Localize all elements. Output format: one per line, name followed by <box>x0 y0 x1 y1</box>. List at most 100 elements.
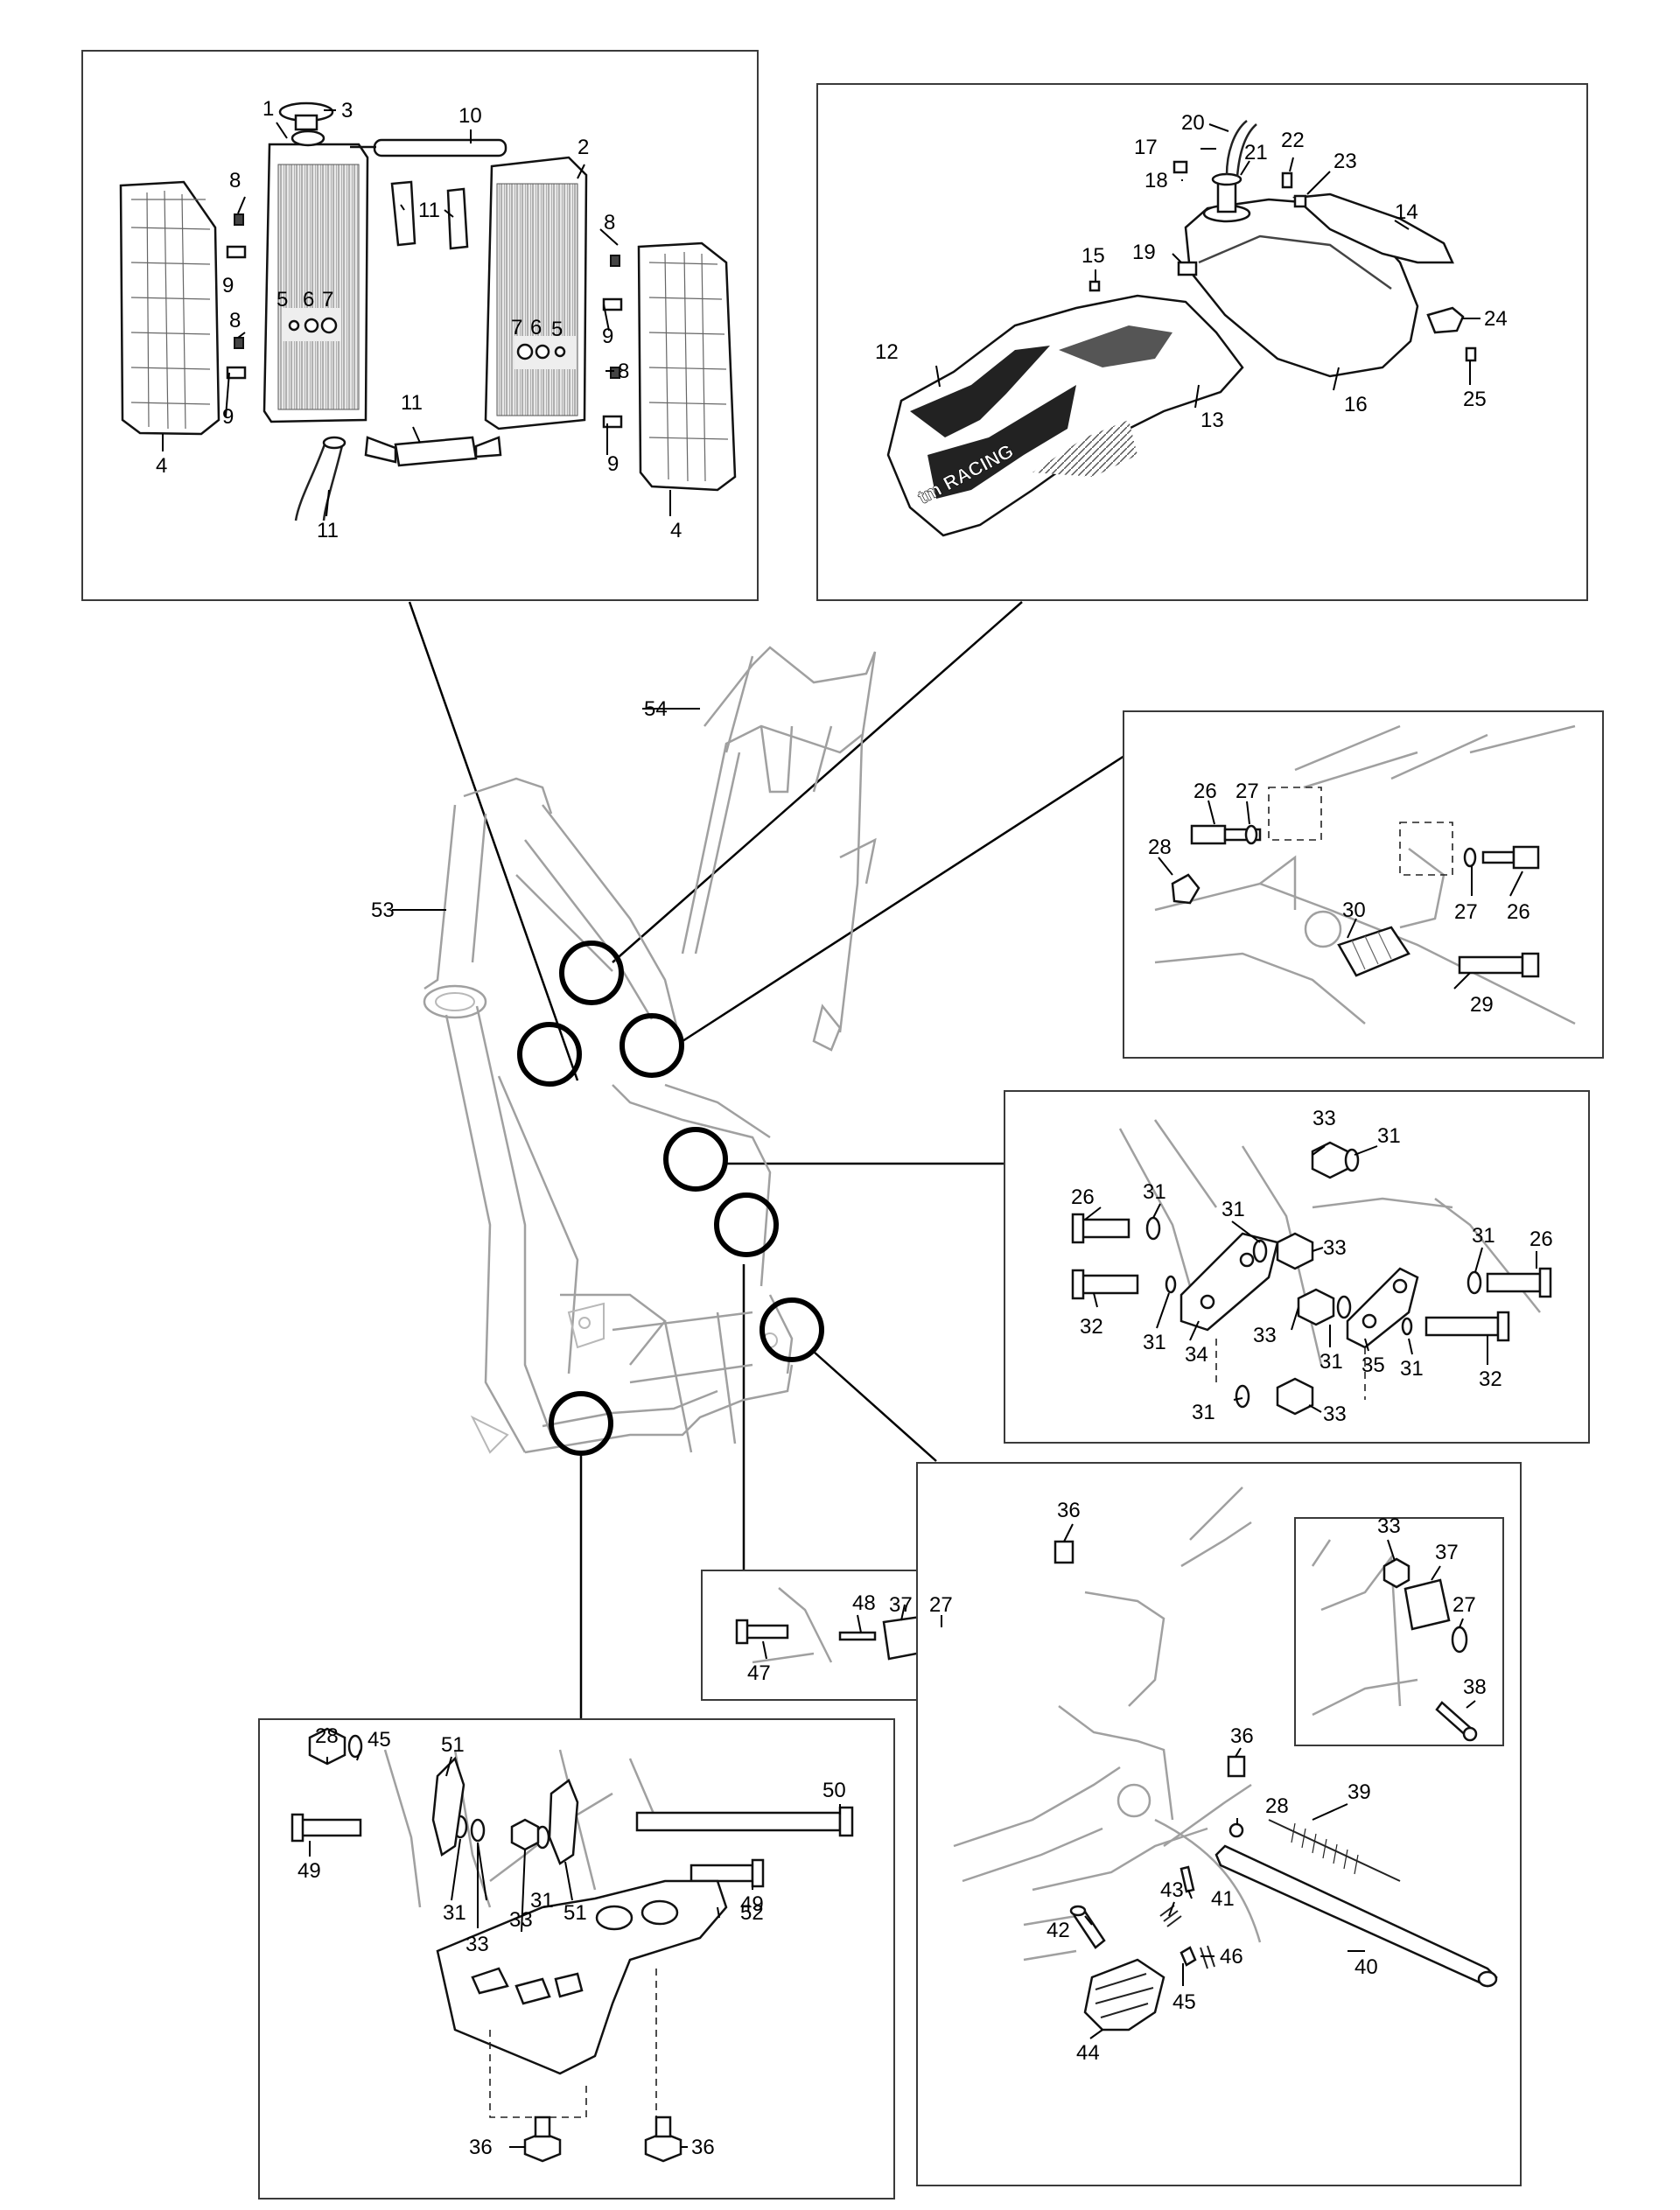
callout-32: 32 <box>1479 1367 1502 1391</box>
callout-3: 3 <box>341 99 353 122</box>
callout-31: 31 <box>1377 1124 1401 1148</box>
callout-28: 28 <box>1148 836 1172 859</box>
callout-49: 49 <box>298 1859 321 1883</box>
callout-22: 22 <box>1281 129 1305 152</box>
callout-31: 31 <box>1400 1357 1424 1381</box>
callout-44: 44 <box>1076 2041 1100 2065</box>
callout-15: 15 <box>1082 244 1105 268</box>
callouts-frame: 54 53 <box>371 697 668 922</box>
callout-41: 41 <box>1211 1887 1235 1911</box>
callout-8: 8 <box>618 360 629 383</box>
ring-sidestand-mount <box>760 1297 824 1362</box>
callout-31: 31 <box>530 1889 554 1913</box>
callout-29: 29 <box>1470 993 1494 1017</box>
callout-36: 36 <box>469 2136 493 2159</box>
callout-34: 34 <box>1185 1343 1208 1367</box>
callouts-tank: 20 17 21 22 23 18 14 15 19 24 12 13 16 2… <box>875 111 1508 432</box>
callout-6: 6 <box>530 316 542 339</box>
ring-engine-mount <box>663 1127 728 1192</box>
connector-lines <box>408 601 1128 1719</box>
callout-54: 54 <box>644 697 668 721</box>
callout-9: 9 <box>607 452 619 476</box>
callout-4: 4 <box>670 519 682 542</box>
callout-18: 18 <box>1144 169 1168 192</box>
callout-31: 31 <box>1320 1350 1343 1374</box>
callout-25: 25 <box>1463 388 1487 411</box>
main-frame <box>423 646 877 1454</box>
callout-53: 53 <box>371 899 395 922</box>
callout-20: 20 <box>1181 111 1205 135</box>
callouts-bushing: 48 37 27 47 <box>747 1591 953 1685</box>
callout-31: 31 <box>443 1901 466 1925</box>
callout-38: 38 <box>1463 1675 1487 1699</box>
callout-36: 36 <box>1230 1724 1254 1748</box>
callout-33: 33 <box>509 1908 533 1932</box>
callout-28: 28 <box>1265 1794 1289 1818</box>
detail-location-rings <box>517 941 824 1456</box>
callout-31: 31 <box>1222 1198 1245 1221</box>
callout-8: 8 <box>604 211 615 234</box>
callout-27: 27 <box>1236 780 1259 803</box>
callout-39: 39 <box>1348 1780 1371 1804</box>
callout-42: 42 <box>1046 1919 1070 1942</box>
callout-27: 27 <box>929 1593 953 1617</box>
callout-31: 31 <box>1143 1180 1166 1204</box>
callouts-engine-mounts: 33 31 26 31 31 33 31 26 32 31 34 33 31 3… <box>1071 1107 1553 1426</box>
callout-8: 8 <box>229 169 241 192</box>
callout-1: 1 <box>262 97 274 121</box>
leader-lines <box>162 109 1537 2148</box>
callout-12: 12 <box>875 340 899 364</box>
callout-24: 24 <box>1484 307 1508 331</box>
ring-skidplate-mount <box>549 1391 613 1456</box>
callouts-skid-plate: 28 45 51 50 49 31 31 51 49 33 33 52 36 3… <box>298 1724 846 2159</box>
callout-33: 33 <box>1253 1324 1277 1347</box>
callout-51: 51 <box>441 1733 465 1757</box>
callout-33: 33 <box>1377 1514 1401 1538</box>
callout-11: 11 <box>401 391 423 415</box>
callout-11: 11 <box>317 519 339 542</box>
engine-mount-panel <box>1004 1090 1590 1444</box>
callout-49: 49 <box>740 1892 764 1916</box>
callout-33: 33 <box>466 1933 489 1956</box>
callout-9: 9 <box>222 274 234 297</box>
fuel-tank-panel: tm RACING <box>816 83 1588 601</box>
callout-40: 40 <box>1354 1955 1378 1979</box>
callout-27: 27 <box>1454 900 1478 924</box>
ring-subframe-mount <box>620 1013 684 1078</box>
callout-30: 30 <box>1342 899 1366 922</box>
callout-26: 26 <box>1507 900 1530 924</box>
callout-31: 31 <box>1472 1224 1495 1248</box>
callout-37: 37 <box>1435 1541 1459 1564</box>
callout-45: 45 <box>1172 1990 1196 2014</box>
callout-26: 26 <box>1071 1185 1095 1209</box>
callout-36: 36 <box>1057 1499 1081 1522</box>
callout-7: 7 <box>322 288 333 311</box>
callout-27: 27 <box>1452 1593 1476 1617</box>
swingarm-pivot-panel <box>1123 710 1604 1059</box>
callouts-radiator: 1 3 10 2 8 11 11 8 9 5 6 7 7 6 5 8 9 8 9… <box>156 97 682 542</box>
callouts-swingarm-pivot: 26 27 28 27 26 30 29 <box>1148 780 1530 1017</box>
callout-7: 7 <box>511 316 522 339</box>
callout-9: 9 <box>602 325 613 348</box>
callout-23: 23 <box>1334 150 1357 173</box>
callout-36: 36 <box>691 2136 715 2159</box>
skid-plate-panel <box>258 1718 895 2200</box>
callout-31: 31 <box>1143 1331 1166 1354</box>
ring-radiator-mount <box>517 1022 582 1087</box>
callout-2: 2 <box>578 136 589 159</box>
callout-33: 33 <box>1323 1402 1347 1426</box>
callout-52: 52 <box>740 1901 764 1925</box>
callout-32: 32 <box>1080 1315 1103 1339</box>
callout-51: 51 <box>564 1901 587 1925</box>
callout-21: 21 <box>1244 141 1268 164</box>
callout-28: 28 <box>315 1724 339 1748</box>
callout-35: 35 <box>1362 1353 1385 1377</box>
callout-19: 19 <box>1132 241 1156 264</box>
callout-47: 47 <box>747 1661 771 1685</box>
callout-14: 14 <box>1395 200 1418 224</box>
sidestand-panel <box>916 1462 1522 2186</box>
callout-26: 26 <box>1194 780 1217 803</box>
ring-tank-mount <box>559 941 624 1005</box>
callouts-sidestand: 36 36 28 39 41 43 42 40 46 45 44 <box>1046 1499 1378 2065</box>
